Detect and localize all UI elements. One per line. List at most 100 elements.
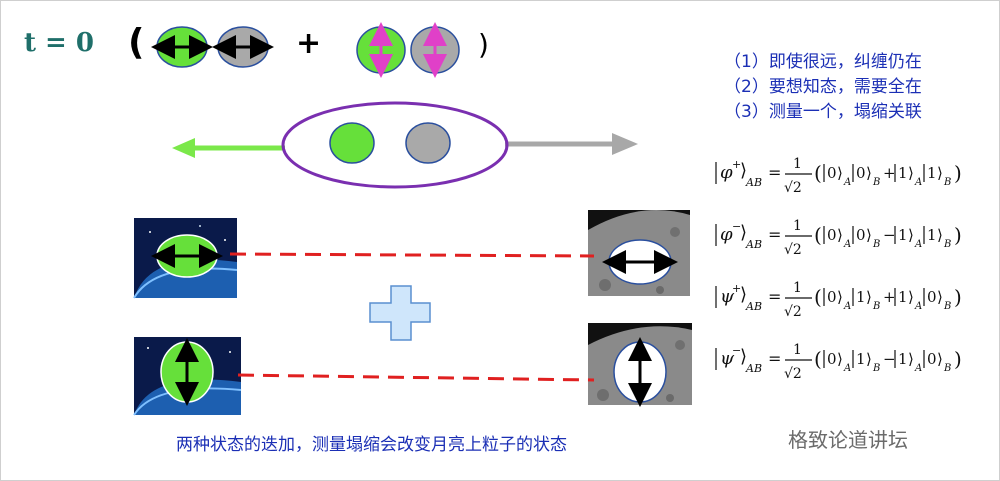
operator: + — [883, 288, 896, 306]
operator: − — [883, 226, 896, 244]
state-symbol: ψ — [720, 348, 735, 369]
ket-subscript: A — [914, 363, 922, 374]
ket-subscript: B — [872, 177, 880, 188]
ket-bracket: ⟩ — [837, 226, 843, 244]
close-paren: ) — [954, 223, 962, 247]
particle-green-horizontal — [151, 26, 213, 68]
ket-bracket: ⟩ — [837, 350, 843, 368]
state-subscript: AB — [745, 238, 762, 251]
ket-value: 0 — [856, 164, 866, 182]
ket-bracket: ⟩ — [866, 350, 872, 368]
ket-value: 0 — [927, 350, 937, 368]
arrow-left-green — [172, 138, 285, 158]
ket-subscript: B — [943, 363, 951, 374]
caption: 两种状态的迭加，测量塌缩会改变月亮上粒子的状态 — [176, 435, 567, 455]
fraction-denominator: √2 — [784, 180, 802, 196]
fraction-denominator: √2 — [784, 304, 802, 320]
ket-subscript: B — [872, 239, 880, 250]
t0-label: t = 0 — [24, 28, 94, 58]
ket-value: 0 — [827, 288, 837, 306]
ket-value: 0 — [827, 226, 837, 244]
note-item: （2）要想知态，需要全在 — [724, 77, 922, 97]
open-paren: ( — [128, 22, 145, 63]
ket-subscript: A — [843, 177, 851, 188]
ket-bracket: ⟩ — [866, 226, 872, 244]
superposition-plus-shape — [369, 285, 431, 341]
open-paren: ( — [814, 285, 822, 309]
state-subscript: AB — [745, 362, 762, 375]
state-subscript: AB — [745, 300, 762, 313]
ket-subscript: B — [943, 301, 951, 312]
fraction-denominator: √2 — [784, 242, 802, 258]
particle-green-vertical — [356, 21, 406, 78]
state-symbol: ψ — [720, 286, 735, 307]
fraction-numerator: 1 — [793, 342, 802, 358]
state-superscript: − — [732, 220, 741, 233]
ket-value: 0 — [827, 164, 837, 182]
ket-value: 1 — [898, 226, 908, 244]
ket-bracket: ⟩ — [937, 226, 943, 244]
ket-subscript: B — [872, 363, 880, 374]
ket-bracket: ⟩ — [837, 288, 843, 306]
operator: − — [883, 350, 896, 368]
equals-sign: = — [768, 349, 781, 368]
open-paren: ( — [814, 161, 822, 185]
entangled-pair-ellipse — [281, 101, 509, 189]
state-subscript: AB — [745, 176, 762, 189]
ket-value: 1 — [898, 350, 908, 368]
ket-value: 0 — [927, 288, 937, 306]
particle-gray — [405, 122, 451, 164]
ket-value: 1 — [927, 226, 937, 244]
open-paren: ( — [814, 223, 822, 247]
ket-bracket: ⟩ — [740, 284, 747, 305]
state-superscript: + — [732, 282, 741, 295]
dashed-link-top — [229, 252, 595, 258]
ket-value: 1 — [856, 288, 866, 306]
ket-subscript: A — [914, 301, 922, 312]
ket-bracket: ⟩ — [740, 160, 747, 181]
bell-equations: φ+⟩AB=1√2(0⟩A0⟩B+1⟩A1⟩B)φ−⟩AB=1√2(0⟩A0⟩B… — [715, 156, 962, 382]
ket-bracket: ⟩ — [740, 346, 747, 367]
note-item: （1）即使很远，纠缠仍在 — [724, 52, 922, 72]
ket-subscript: A — [843, 363, 851, 374]
ket-bracket: ⟩ — [740, 222, 747, 243]
ket-bracket: ⟩ — [908, 350, 914, 368]
ket-bracket: ⟩ — [937, 350, 943, 368]
ket-value: 0 — [856, 226, 866, 244]
dashed-link-bottom — [237, 373, 595, 382]
note-item: （3）测量一个，塌缩关联 — [724, 102, 922, 122]
operator: + — [883, 164, 896, 182]
moon-image-bottom — [588, 323, 692, 407]
fraction-numerator: 1 — [793, 218, 802, 234]
moon-image-top — [588, 210, 690, 296]
watermark: 格致论道讲坛 — [788, 428, 908, 452]
ket-subscript: A — [914, 177, 922, 188]
fraction-numerator: 1 — [793, 280, 802, 296]
ket-value: 1 — [898, 288, 908, 306]
ket-value: 0 — [827, 350, 837, 368]
earth-image-top — [133, 218, 238, 299]
open-paren: ( — [814, 347, 822, 371]
state-superscript: + — [732, 158, 741, 171]
ket-bracket: ⟩ — [837, 164, 843, 182]
ket-subscript: A — [914, 239, 922, 250]
state-superscript: − — [732, 344, 741, 357]
close-paren: ) — [954, 347, 962, 371]
plus-sign: + — [296, 26, 322, 61]
ket-value: 1 — [927, 164, 937, 182]
ket-value: 1 — [898, 164, 908, 182]
arrow-right-gray — [505, 133, 638, 155]
state-symbol: φ — [720, 224, 733, 245]
ket-subscript: A — [843, 301, 851, 312]
ket-subscript: B — [943, 177, 951, 188]
close-paren: ) — [478, 28, 489, 61]
particle-gray-horizontal — [212, 26, 274, 68]
particle-green — [329, 122, 375, 164]
equals-sign: = — [768, 225, 781, 244]
ket-bracket: ⟩ — [908, 288, 914, 306]
equals-sign: = — [768, 287, 781, 306]
ket-value: 1 — [856, 350, 866, 368]
notes-list: （1）即使很远，纠缠仍在 （2）要想知态，需要全在 （3）测量一个，塌缩关联 — [724, 50, 922, 125]
ket-bracket: ⟩ — [866, 164, 872, 182]
